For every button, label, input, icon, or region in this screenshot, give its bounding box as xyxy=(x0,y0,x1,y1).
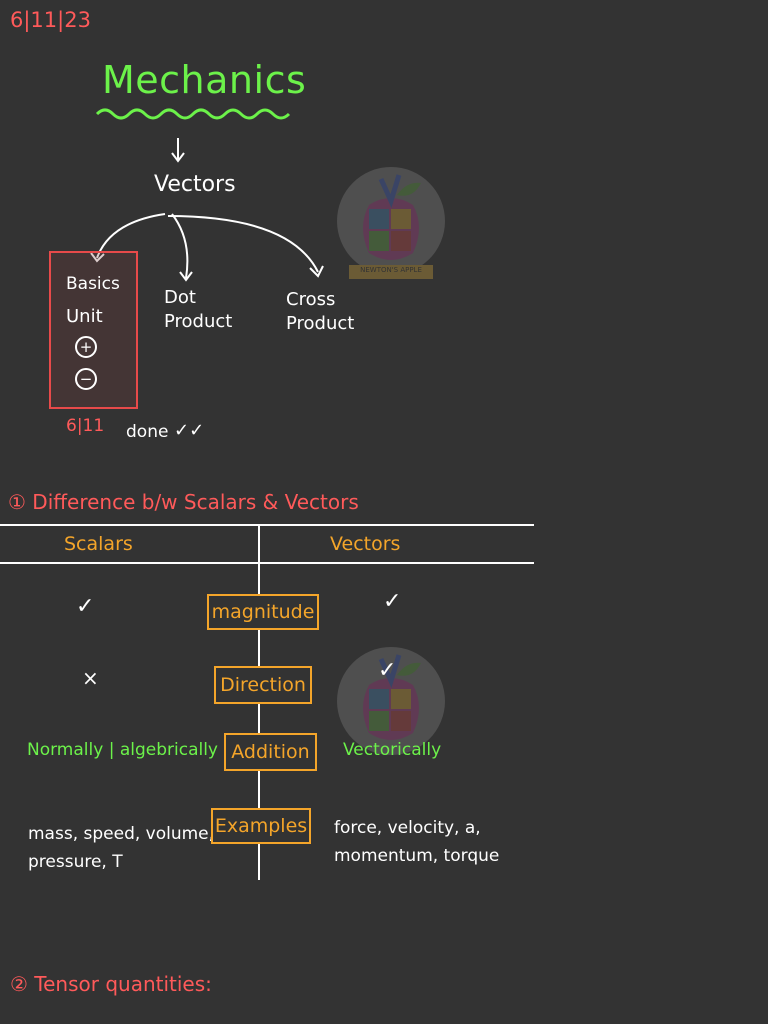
cross-product-label: Cross Product xyxy=(286,289,355,334)
page-title: Mechanics xyxy=(102,58,307,102)
watermark-label: NEWTON'S APPLE xyxy=(360,266,422,274)
vector-examples-text: force, velocity, a, momentum, torque xyxy=(334,818,500,866)
page-date: 6|11|23 xyxy=(10,8,91,32)
basics-date: 6|11 xyxy=(66,416,105,436)
section1-title: ① Difference b/w Scalars & Vectors xyxy=(8,490,359,514)
done-label: done xyxy=(126,422,169,442)
scalar-examples-text: mass, speed, volume, pressure, T xyxy=(28,824,215,872)
vector-direction-check-icon: ✓ xyxy=(378,658,397,683)
newtons-apple-watermark xyxy=(335,645,447,765)
newtons-apple-watermark: NEWTON'S APPLE xyxy=(335,165,447,285)
basics-label: Basics xyxy=(66,274,120,294)
unit-label: Unit xyxy=(66,306,103,327)
scalar-addition-text: Normally | algebrically xyxy=(27,740,218,760)
title-underline-squiggle xyxy=(95,108,291,120)
minus-circle-icon: − xyxy=(75,368,97,390)
vector-addition-text: Vectorically xyxy=(343,740,442,760)
criterion-addition: Addition xyxy=(224,733,317,771)
apple-logo-icon xyxy=(337,167,445,279)
column-header-vectors: Vectors xyxy=(330,533,401,555)
vector-magnitude-check-icon: ✓ xyxy=(383,589,402,614)
tree-root-vectors: Vectors xyxy=(154,172,236,197)
scalar-magnitude-check-icon: ✓ xyxy=(76,594,95,619)
column-header-scalars: Scalars xyxy=(64,533,133,555)
arrow-head-vectors xyxy=(171,152,185,163)
criterion-magnitude: magnitude xyxy=(207,594,319,630)
branch-to-cross-product xyxy=(167,215,319,273)
scalar-direction-cross-icon: × xyxy=(82,666,99,690)
branch-to-dot-product xyxy=(171,213,189,279)
criterion-direction: Direction xyxy=(214,666,312,704)
dot-product-label: Dot Product xyxy=(164,287,233,332)
criterion-examples: Examples xyxy=(211,808,311,844)
plus-circle-icon: + xyxy=(75,336,97,358)
section2-title: ② Tensor quantities: xyxy=(10,972,212,996)
double-check-icon: ✓✓ xyxy=(174,420,205,441)
apple-logo-icon xyxy=(337,647,445,755)
